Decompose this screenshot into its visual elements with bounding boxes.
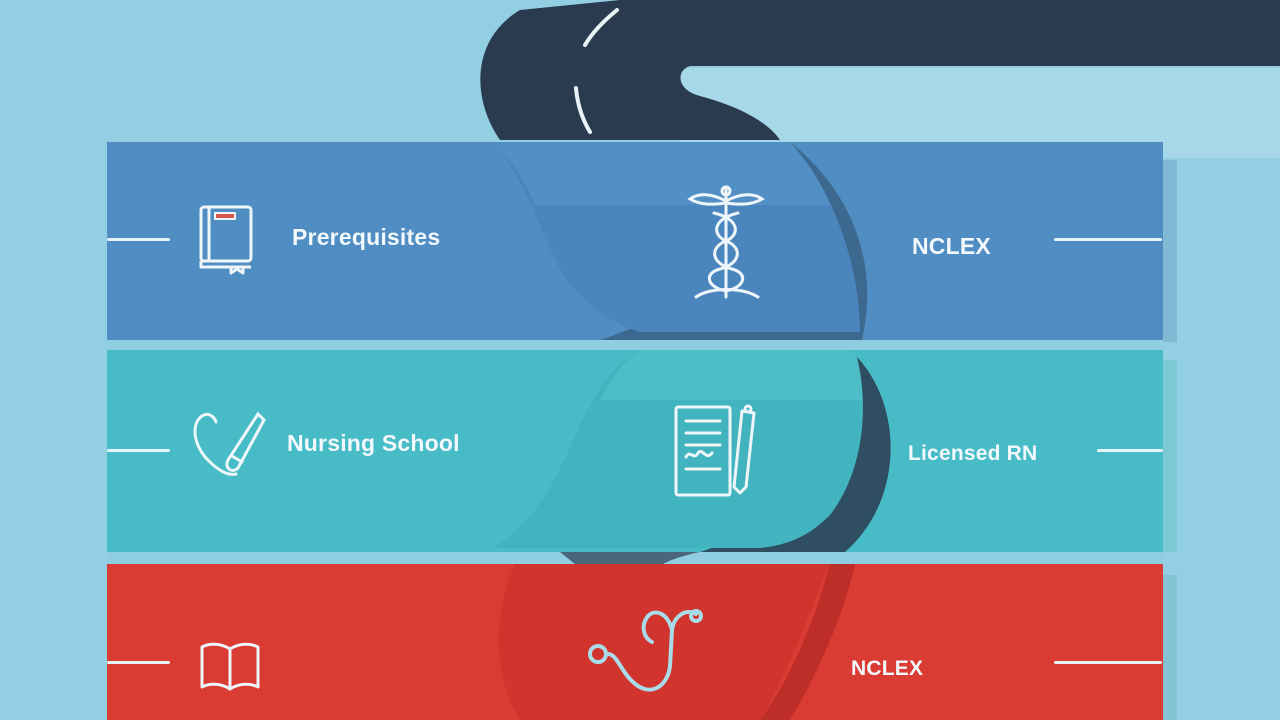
band-red-edge <box>1163 575 1177 720</box>
rule-right-3 <box>1054 661 1162 664</box>
row3-right-label: NCLEX <box>851 657 924 680</box>
rule-right-1 <box>1054 238 1162 241</box>
stethoscope-tube-icon <box>188 408 268 482</box>
row1-right-label: NCLEX <box>912 233 991 259</box>
rule-left-3 <box>107 661 170 664</box>
row2-left-label: Nursing School <box>287 430 460 456</box>
band-blue-edge <box>1163 160 1177 342</box>
book-icon <box>197 203 259 275</box>
curve-highlight-teal <box>600 350 862 400</box>
row2-right-label: Licensed RN <box>908 442 1038 465</box>
rule-left-1 <box>107 238 170 241</box>
road-dash-1 <box>583 8 619 47</box>
rule-left-2 <box>107 449 170 452</box>
stethoscope-icon <box>584 604 710 708</box>
curve-piece-red <box>498 564 830 720</box>
rule-right-2 <box>1097 449 1163 452</box>
road-top <box>480 0 1280 140</box>
row1-left-label: Prerequisites <box>292 224 441 250</box>
separator-1 <box>107 340 1163 350</box>
band-teal-edge <box>1163 360 1177 552</box>
open-book-icon <box>199 641 261 693</box>
curve-shadow-red <box>760 564 855 720</box>
road-dash-2 <box>574 86 592 134</box>
caduceus-icon <box>686 183 766 305</box>
clipboard-icon <box>672 403 762 499</box>
curve-highlight-blue <box>495 142 830 205</box>
